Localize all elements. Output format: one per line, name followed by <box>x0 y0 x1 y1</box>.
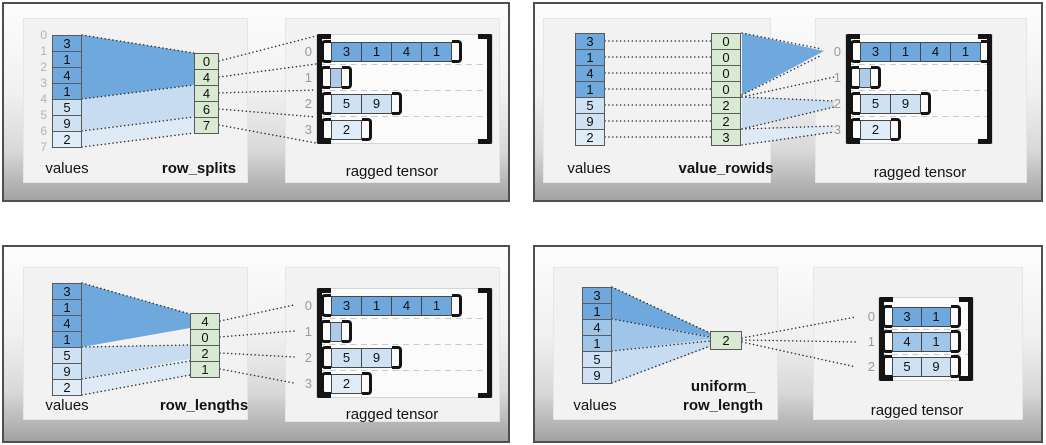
matrix-background <box>878 297 974 381</box>
ragged-tensor-label: ragged tensor <box>873 164 967 181</box>
param-label-row-lengths: row_lengths <box>159 397 249 414</box>
matrix-background <box>316 34 493 144</box>
values-label: values <box>45 397 89 414</box>
values-label: values <box>45 160 89 177</box>
values-label: values <box>573 397 617 414</box>
ragged-tensor-label: ragged tensor <box>345 406 439 423</box>
param-label-uniform-row-length: uniform_ row_length <box>682 378 764 414</box>
param-label-row-splits: row_splits <box>161 160 237 177</box>
ragged-tensor-label: ragged tensor <box>870 402 964 419</box>
ragged-tensor-label: ragged tensor <box>345 163 439 180</box>
matrix-background <box>316 288 493 398</box>
matrix-background <box>845 34 993 144</box>
values-label: values <box>567 160 611 177</box>
param-label-value-rowids: value_rowids <box>678 160 774 177</box>
